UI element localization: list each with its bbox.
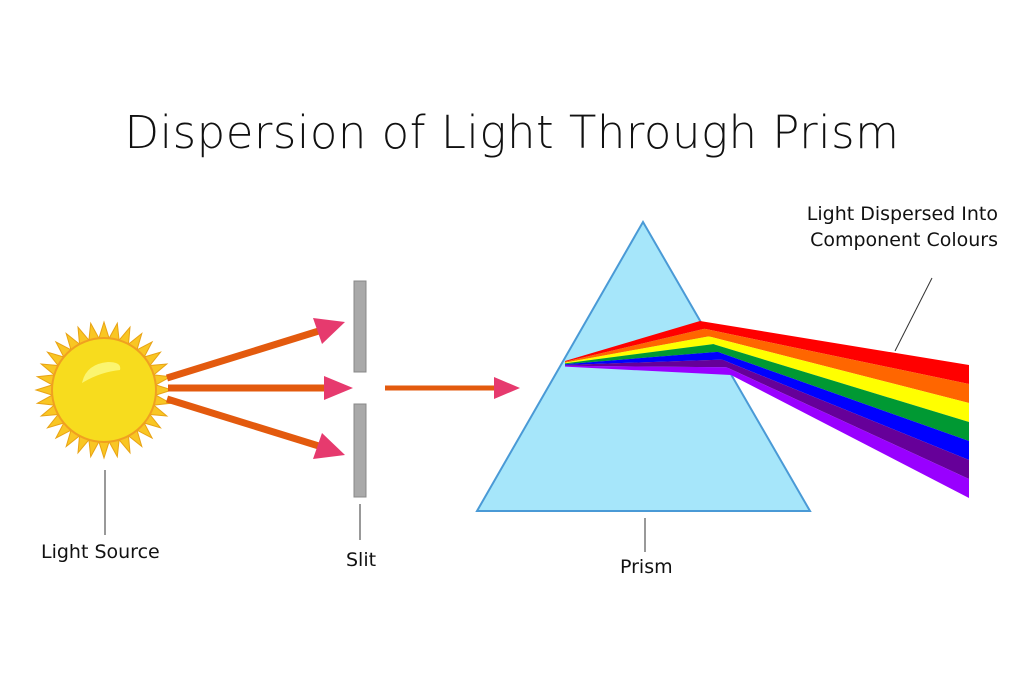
dispersed-label-line1: Light Dispersed Into	[806, 203, 998, 225]
dispersed-label-line2: Component Colours	[810, 229, 998, 251]
ray-upper	[165, 326, 324, 382]
ray-lower	[165, 395, 324, 451]
spectrum-band	[565, 365, 969, 498]
spectrum-band	[565, 321, 969, 384]
arrowhead-middle	[324, 376, 353, 400]
sun-disc	[51, 337, 157, 443]
spectrum-band	[565, 344, 969, 441]
light-source-label: Light Source	[41, 541, 160, 563]
prism-label: Prism	[620, 556, 673, 578]
spectrum-band	[565, 336, 969, 422]
light-rays	[165, 318, 520, 459]
arrowhead-upper	[313, 318, 345, 344]
spectrum-band	[565, 328, 969, 403]
spectrum-band	[565, 359, 969, 479]
page-title: Dispersion of Light Through Prism	[124, 106, 900, 159]
slit-label: Slit	[346, 549, 377, 571]
dispersed-leader	[894, 277, 933, 352]
spectrum-band	[565, 351, 969, 460]
sun-highlight	[82, 362, 121, 383]
slit-bar-upper	[353, 280, 367, 373]
spectrum-bands	[565, 321, 969, 498]
sun-icon	[34, 320, 174, 460]
arrowhead-lower	[313, 433, 345, 459]
arrowhead-prism	[494, 377, 520, 399]
slit-bar-lower	[353, 403, 367, 498]
